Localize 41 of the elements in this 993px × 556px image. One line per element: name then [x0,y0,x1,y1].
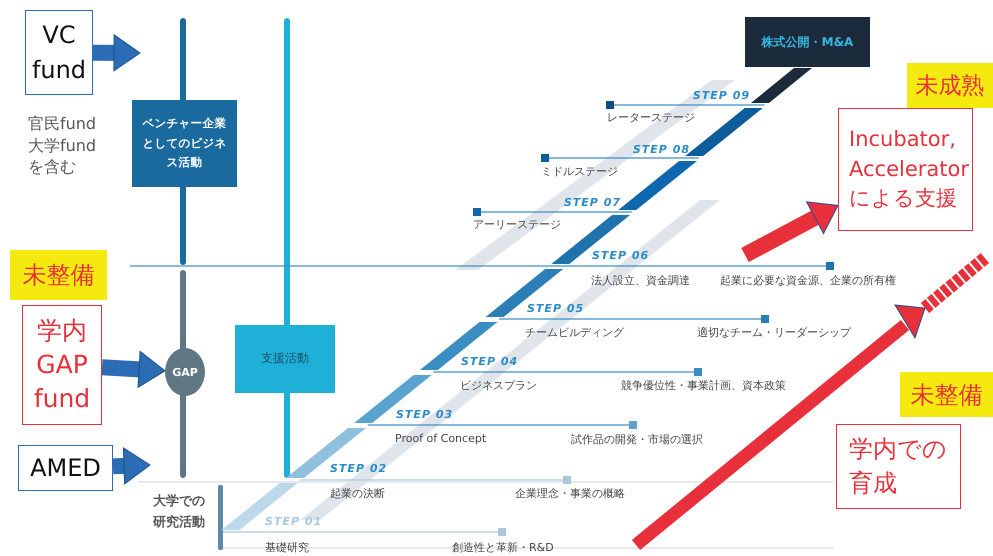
step-text: ビジネスプラン [460,378,537,393]
activity-box: ベンチャー企業としてのビジネス活動 [132,100,237,187]
step-number: STEP 03 [396,408,454,421]
status-tag: 未成熟 [907,63,993,108]
step-text: アーリーステージ [473,217,561,232]
step-number: STEP 07 [564,196,621,209]
block-arrow [112,447,151,485]
fund-box: 学内 GAP fund [22,305,102,425]
block-arrow [741,201,839,262]
step-text: 起業に必要な資金源、企業の所有権 [720,273,896,288]
step-number: STEP 02 [330,462,388,475]
step-text: 起業の決断 [330,486,385,501]
step-text: 競争優位性・事業計画、資本政策 [621,378,786,393]
status-tag: 未整備 [900,372,993,417]
step-text: 創造性と革新・R&D [452,540,554,555]
step-text: 法人設立、資金調達 [591,273,690,288]
block-arrow [92,34,141,72]
step-text: 基礎研究 [265,540,309,555]
support-box: 支援活動 [235,325,335,393]
step-text: 適切なチーム・リーダーシップ [697,325,851,340]
section-label: 大学での研究活動 [153,493,206,532]
step-text: 企業理念・事業の概略 [515,486,625,501]
step-text: ミドルステージ [541,164,618,179]
step-number: STEP 09 [692,89,750,102]
step-number: STEP 06 [592,249,650,262]
step-number: STEP 05 [527,302,584,315]
step-text: Proof of Concept [395,432,486,445]
step-number: STEP 04 [461,355,518,368]
step-text: レーターステージ [607,110,695,125]
status-tag: 未整備 [10,250,107,300]
block-arrow [102,350,166,388]
step-text: チームビルディング [525,325,624,340]
fund-box: VC fund [25,10,93,95]
training-box: 学内での育成 [836,424,961,509]
step-number: STEP 08 [632,143,690,156]
step-text: 試作品の開発・市場の選択 [571,432,703,447]
gap-circle: GAP [165,348,205,396]
fund-box: AMED [18,445,113,491]
support-box: Incubator, Accelerator による支援 [838,108,973,231]
step-number: STEP 01 [265,515,322,528]
note-text: 官民fund大学fundを含む [28,113,98,178]
